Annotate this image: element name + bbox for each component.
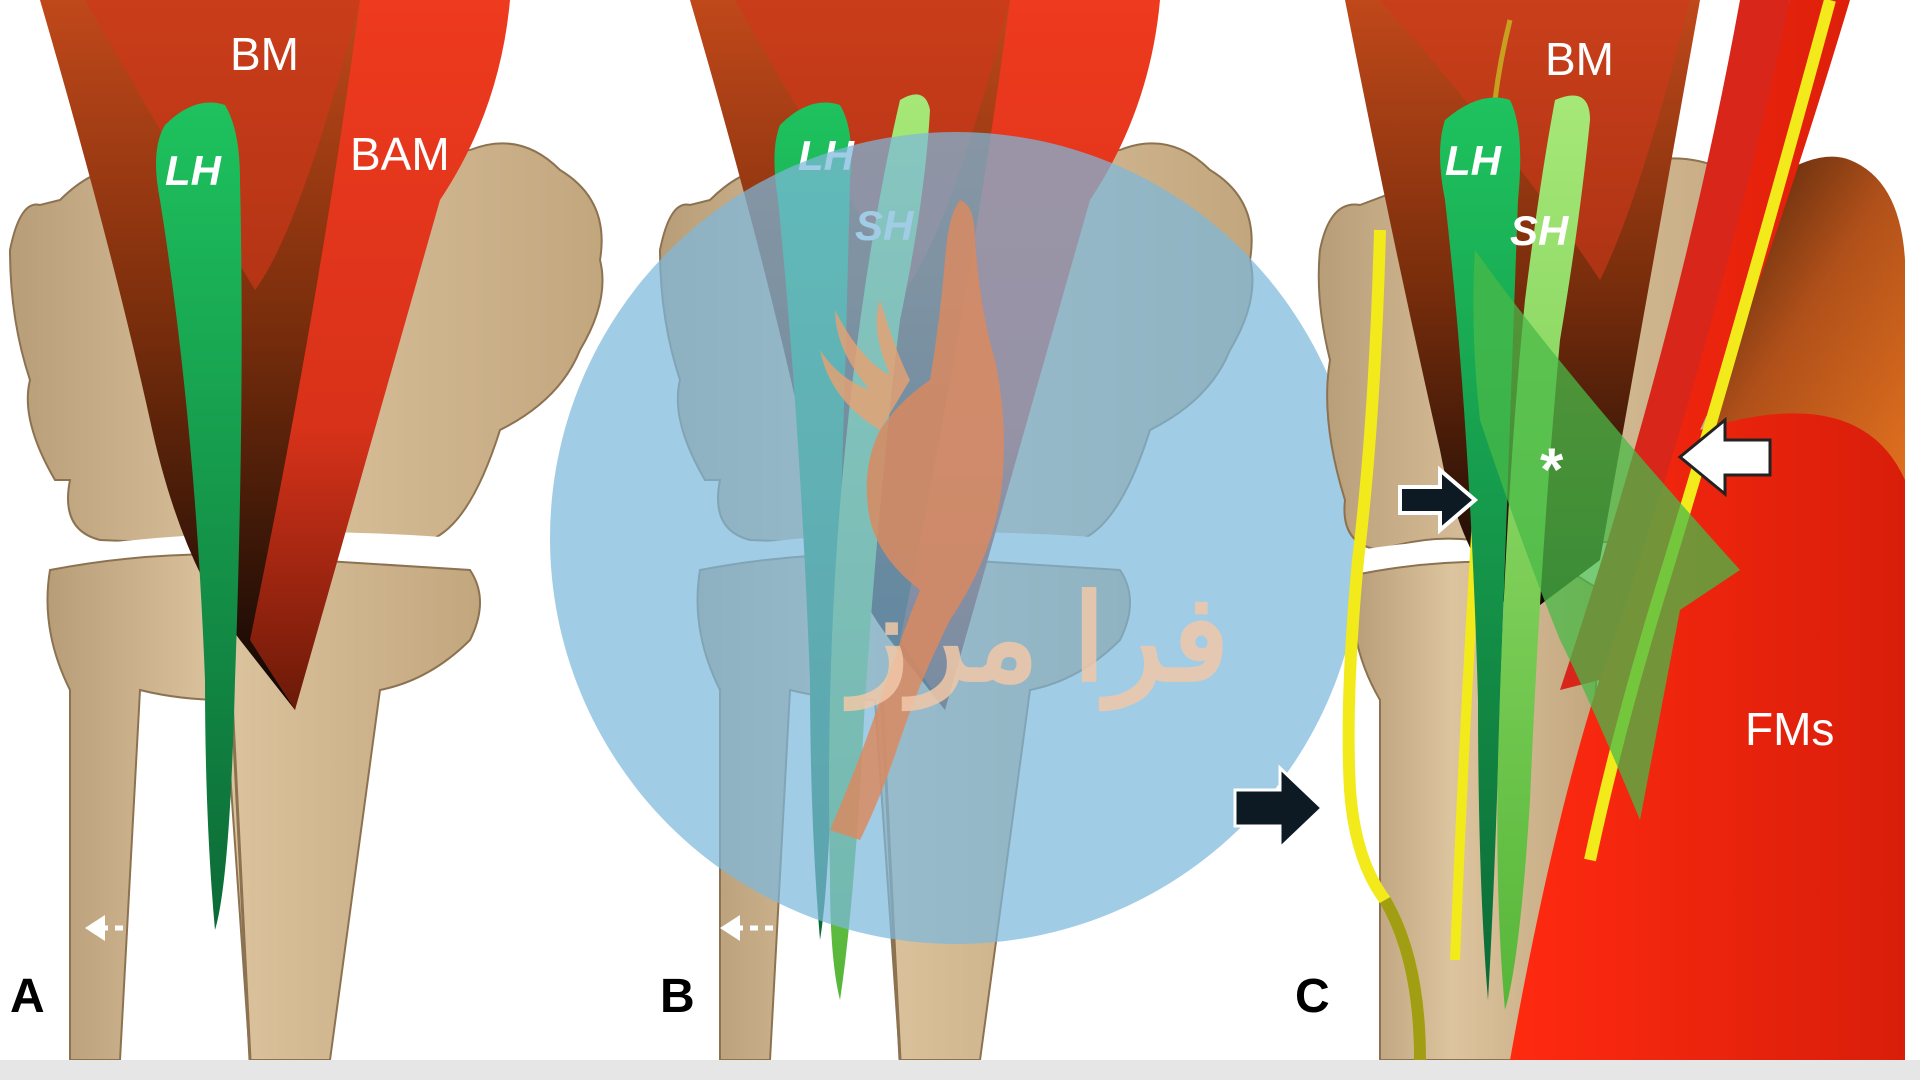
label-bm: BM <box>230 28 299 80</box>
double-arrow-icon <box>720 915 815 941</box>
nerve-thin <box>1492 19 1513 101</box>
label-fms: FMs <box>1745 703 1834 755</box>
arrow-left-icon <box>1677 416 1772 498</box>
watermark: فرا مرز <box>550 132 1362 944</box>
bm-red-band <box>1380 0 1690 280</box>
nerve-lateral-shadow <box>1379 896 1426 1061</box>
label-bm: BM <box>1545 33 1614 85</box>
panel-letter-a: A <box>10 970 45 1023</box>
double-arrow-icon <box>85 915 180 941</box>
bone-divider <box>230 699 252 1061</box>
label-sh: SH <box>1510 207 1570 254</box>
arrow-right-icon <box>1398 465 1479 535</box>
panel-c: BM LH SH * FMs C <box>1233 0 1905 1061</box>
label-bam: BAM <box>350 128 450 180</box>
lh-tendon <box>156 102 242 930</box>
fan-structure <box>1473 250 1740 820</box>
panel-letter-b: B <box>660 970 695 1023</box>
label-asterisk: * <box>1540 436 1564 503</box>
panel-letter-c: C <box>1295 970 1330 1023</box>
arrow-right-icon <box>1233 764 1325 852</box>
label-lh: LH <box>1445 137 1503 184</box>
watermark-wing-icon <box>820 300 910 430</box>
panel-a: BM BAM LH A <box>8 0 604 1061</box>
watermark-text: فرا مرز <box>844 572 1230 712</box>
sh-tendon <box>1497 95 1590 1010</box>
label-lh: LH <box>165 147 223 194</box>
watermark-figure-icon <box>830 200 1004 840</box>
bam-muscle <box>250 0 510 710</box>
footer-strip <box>0 1060 1920 1080</box>
